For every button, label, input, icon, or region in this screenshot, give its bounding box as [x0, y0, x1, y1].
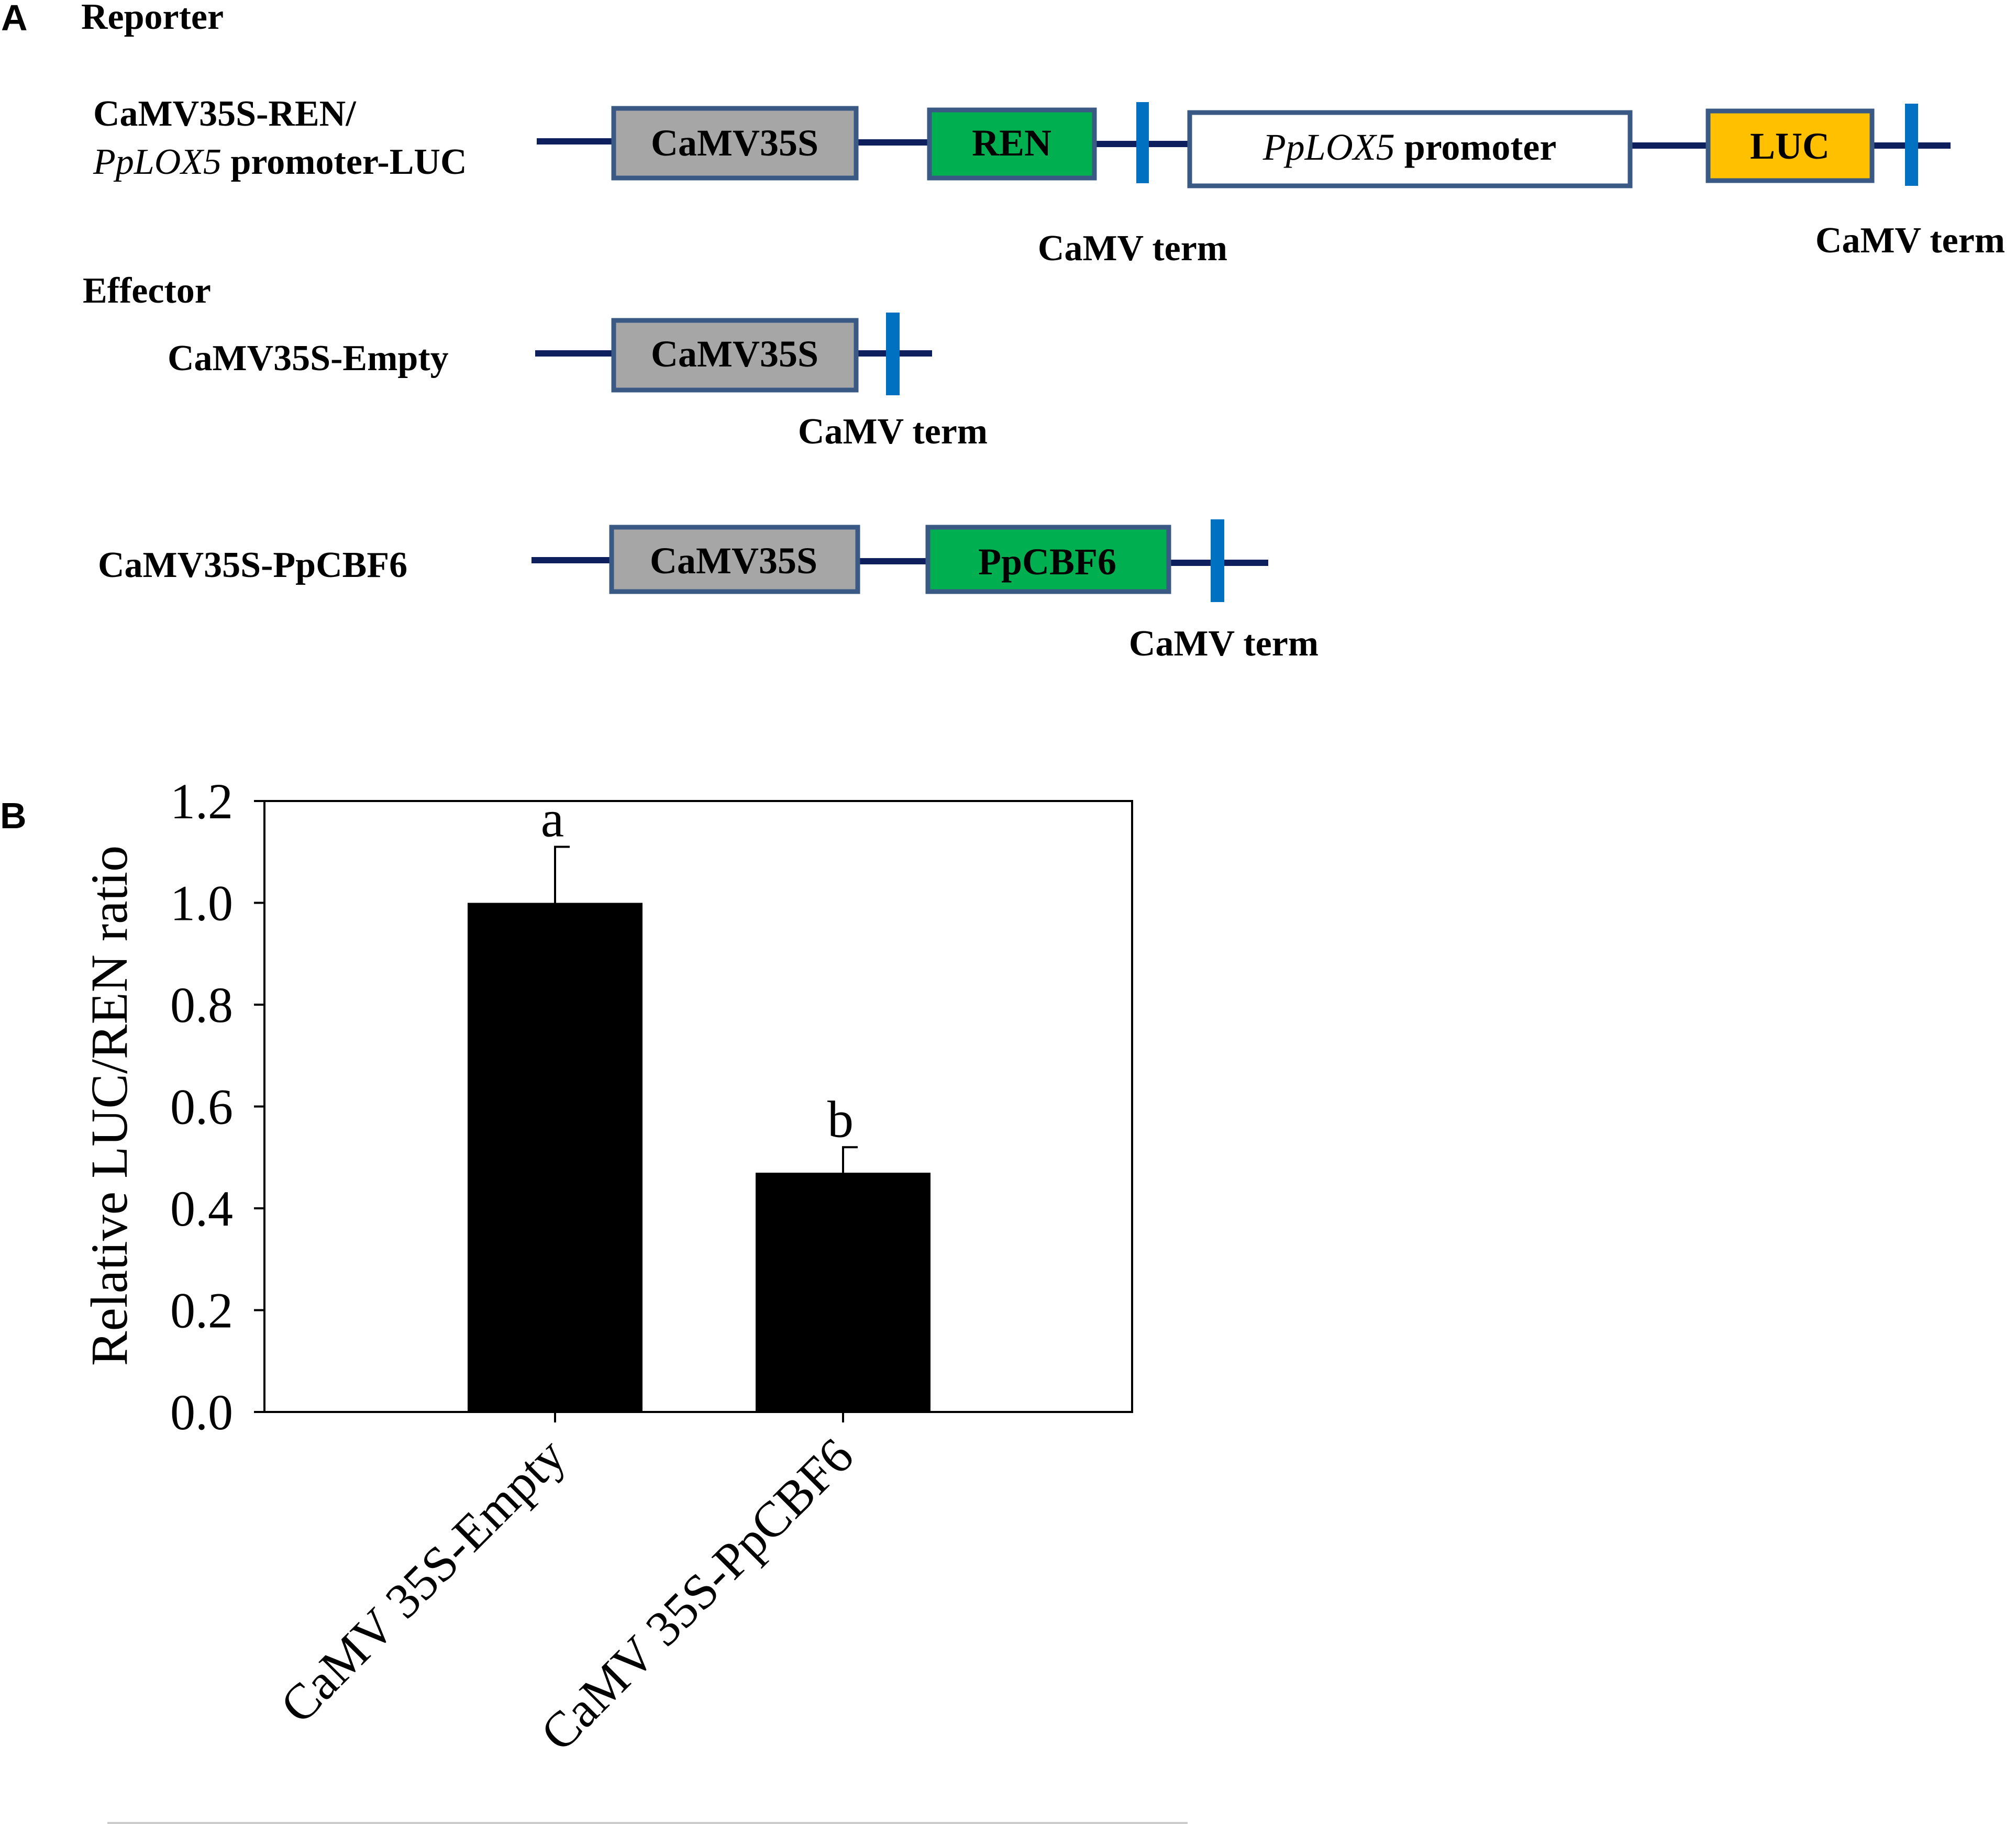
- bar-1: [468, 903, 643, 1412]
- effector-heading: Effector: [83, 271, 211, 311]
- y-axis: 0.0 0.2 0.4 0.6 0.8 1.0 1.2: [170, 773, 264, 1440]
- bar-chart: 0.00.20.40.60.81.01.2 ab CaMV 35S-EmptyC…: [80, 773, 1133, 1762]
- cbf6-terminator: [1211, 519, 1224, 602]
- reporter-heading: Reporter: [81, 0, 224, 37]
- plot-frame: [263, 800, 1133, 1413]
- reporter-terminator-1: [1136, 102, 1149, 183]
- empty-terminator: [886, 313, 900, 395]
- y-tick-label-1: 0.2: [170, 1283, 233, 1339]
- reporter-camv35s-label: CaMV35S: [651, 122, 818, 164]
- reporter-label-line2: PpLOX5 promoter-LUC: [93, 142, 467, 182]
- empty-construct-label: CaMV35S-Empty: [168, 338, 449, 379]
- cbf6-construct-label: CaMV35S-PpCBF6: [98, 545, 407, 585]
- y-tick-label-4: 0.8: [170, 977, 233, 1033]
- luc-box: [1705, 108, 1875, 183]
- ren-label: REN: [972, 122, 1051, 164]
- reporter-camv35s-box: [611, 106, 859, 181]
- empty-construct: CaMV35S-Empty CaMV35S CaMV term: [168, 313, 988, 452]
- bars: ab: [468, 790, 931, 1412]
- reporter-label-line1: CaMV35S-REN/: [93, 94, 357, 134]
- lox5-promoter-box: [1187, 110, 1633, 188]
- reporter-terminator-2: [1905, 104, 1918, 186]
- ren-box: [927, 107, 1097, 181]
- cbf6-term-label: CaMV term: [1129, 624, 1319, 664]
- cbf6-camv35s-label: CaMV35S: [650, 540, 817, 582]
- bar-2: [756, 1172, 931, 1412]
- reporter-term1-label: CaMV term: [1038, 228, 1227, 269]
- x-tick-label-1: CaMV 35S-Empty: [269, 1427, 575, 1733]
- significance-label-1: a: [541, 790, 564, 848]
- cbf6-construct: CaMV35S-PpCBF6 CaMV35S PpCBF6 CaMV term: [98, 519, 1319, 664]
- ppcbf6-box: [925, 525, 1171, 594]
- y-axis-label: Relative LUC/REN ratio: [80, 846, 138, 1366]
- significance-label-2: b: [827, 1090, 854, 1148]
- empty-camv35s-box: [611, 318, 859, 393]
- empty-camv35s-label: CaMV35S: [651, 333, 818, 375]
- lox5-promoter-label: PpLOX5 promoter: [1262, 126, 1557, 168]
- panel-a: A Reporter CaMV35S-REN/ PpLOX5 promoter-…: [1, 0, 2005, 664]
- y-tick-label-0: 0.0: [170, 1384, 233, 1440]
- panel-b-letter: B: [0, 795, 27, 836]
- empty-term-label: CaMV term: [798, 411, 988, 452]
- cbf6-camv35s-box: [609, 525, 860, 594]
- ppcbf6-label: PpCBF6: [978, 541, 1116, 583]
- y-tick-label-6: 1.2: [170, 773, 233, 829]
- panel-b: B 0.00.20.40.60.81.01.2 ab CaMV 35S-Empt…: [0, 773, 1188, 1824]
- y-tick-label-5: 1.0: [170, 875, 233, 931]
- x-tick-label-2: CaMV 35S-PpCBF6: [529, 1427, 863, 1761]
- y-tick-label-3: 0.6: [170, 1079, 233, 1135]
- y-tick-label-2: 0.4: [170, 1181, 233, 1237]
- panel-a-letter: A: [1, 0, 28, 38]
- luc-label: LUC: [1750, 125, 1830, 167]
- reporter-term2-label: CaMV term: [1815, 220, 2005, 261]
- reporter-construct: CaMV35S-REN/ PpLOX5 promoter-LUC CaMV35S…: [93, 94, 2005, 269]
